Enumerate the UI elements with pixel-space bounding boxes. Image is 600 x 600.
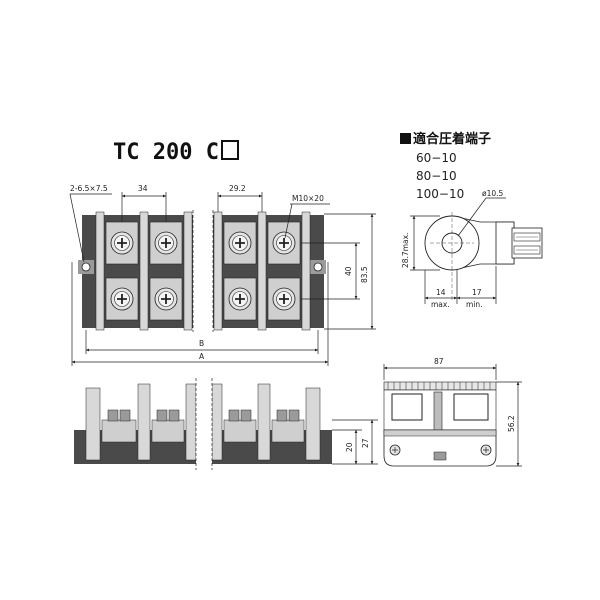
dim-34: 34 (138, 184, 148, 193)
dim-A: A (199, 352, 205, 361)
dim-14-note: max. (431, 300, 450, 309)
screw-icon (228, 231, 252, 255)
front-view: 20 27 (74, 378, 378, 470)
screw-icon (228, 287, 252, 311)
mount-hole-icon (313, 262, 323, 272)
square-bullet-icon (400, 133, 411, 144)
dim-27: 27 (361, 438, 370, 448)
top-view (78, 210, 326, 332)
dim-screw: M10×20 (292, 194, 324, 203)
dim-holes: 2-6.5×7.5 (70, 184, 108, 193)
dim-29-2: 29.2 (229, 184, 246, 193)
dim-ring-dia: ø10.5 (482, 189, 504, 198)
screws (110, 231, 296, 311)
screw-icon (154, 231, 178, 255)
top-view-dimensions: 34 29.2 2-6.5×7.5 M10×20 40 83.5 B A (69, 184, 376, 366)
side-view: 87 56.2 (383, 357, 522, 467)
mount-hole-icon (81, 262, 91, 272)
compatible-terminals-legend: 適合圧着端子 60−10 80−10 100−10 (400, 128, 580, 201)
dim-40: 40 (344, 266, 353, 276)
dim-B: B (199, 339, 204, 348)
dim-17: 17 (472, 288, 482, 297)
screw-icon (110, 231, 134, 255)
dim-56-2: 56.2 (507, 415, 516, 432)
legend-item: 80−10 (416, 169, 457, 183)
dim-ring-height: 28.7max. (401, 233, 410, 268)
screw-icon (110, 287, 134, 311)
dim-14: 14 (436, 288, 446, 297)
dim-87: 87 (434, 357, 444, 366)
dim-17-note: min. (466, 300, 483, 309)
legend-item: 60−10 (416, 151, 457, 165)
screw-icon (272, 287, 296, 311)
title-text: TC 200 C (113, 140, 219, 165)
screw-icon (272, 231, 296, 255)
page-title: TC 200 C (113, 140, 239, 165)
box-symbol-icon (220, 140, 239, 160)
legend-title: 適合圧着端子 (400, 128, 580, 147)
ring-terminal: ø10.5 28.7max. 14 max. 17 min. (401, 189, 543, 309)
dim-83-5: 83.5 (360, 266, 369, 283)
screw-icon (154, 287, 178, 311)
dim-20: 20 (345, 442, 354, 452)
legend-item: 100−10 (416, 187, 465, 201)
